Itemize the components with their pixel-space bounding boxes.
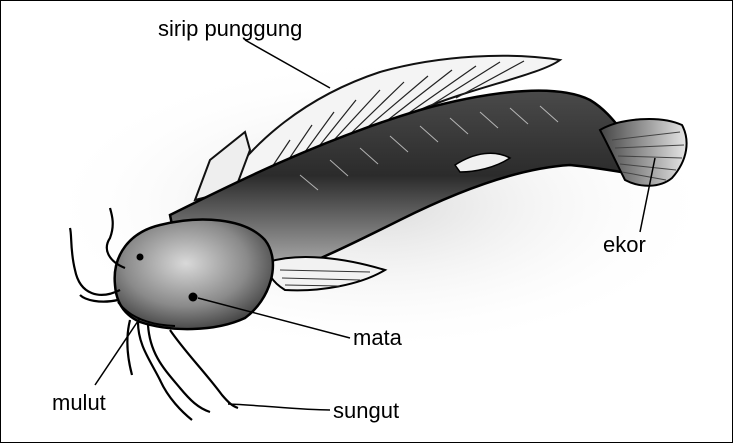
label-barbel: sungut (333, 398, 399, 423)
label-dorsal-fin: sirip punggung (158, 16, 302, 41)
label-tail: ekor (603, 232, 646, 257)
eye-far (137, 254, 144, 261)
label-mouth: mulut (52, 390, 106, 415)
fish-head (115, 220, 273, 330)
label-eye: mata (353, 325, 403, 350)
eye (189, 293, 198, 302)
